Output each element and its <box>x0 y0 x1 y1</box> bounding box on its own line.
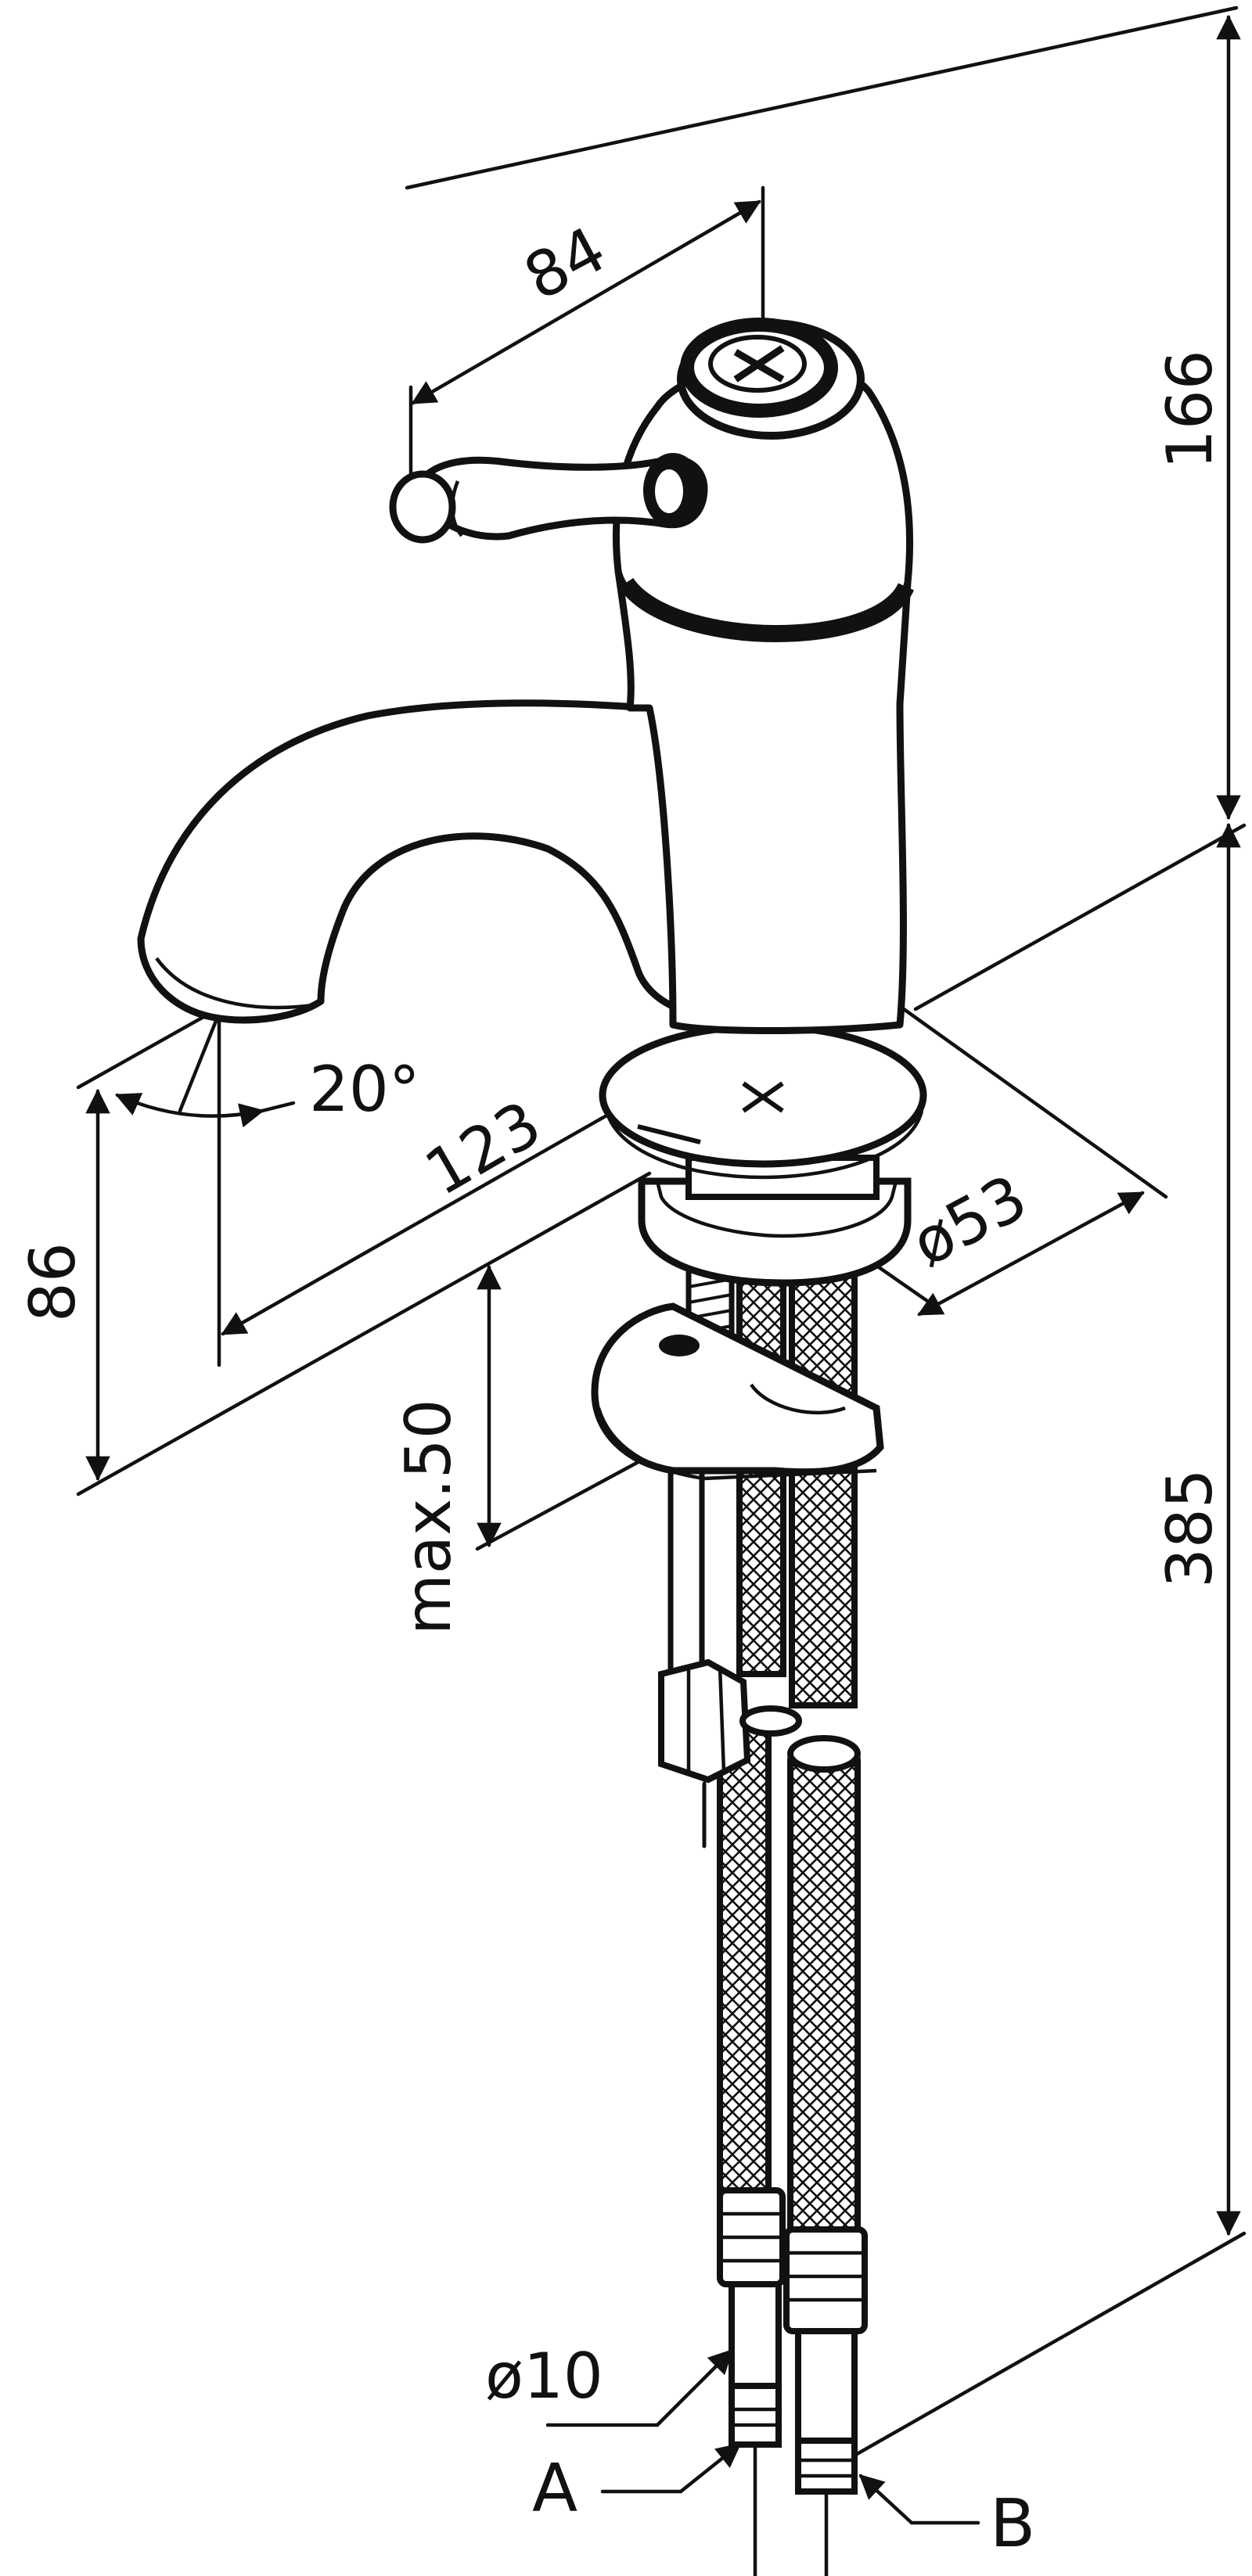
dim-hose-diameter: ø10 <box>485 2340 603 2413</box>
dim-total-height: 385 <box>1153 1468 1226 1588</box>
dim-spout-angle: 20° <box>309 1053 420 1126</box>
dim-spout-reach: 123 <box>413 1087 553 1210</box>
dim-handle-reach: 84 <box>513 213 617 314</box>
connection-b-label: B <box>990 2485 1035 2563</box>
mounting-washer <box>591 1302 884 1481</box>
faucet-base <box>599 1022 927 1287</box>
cross-mark-icon <box>733 345 785 383</box>
dim-deck-thickness: max.50 <box>392 1399 465 1635</box>
dimension-lines <box>76 5 1247 2525</box>
center-marks <box>742 1081 784 1113</box>
connection-a-label: A <box>532 2450 577 2527</box>
dim-top-height: 166 <box>1153 350 1226 469</box>
faucet-body <box>137 318 915 1034</box>
supply-hoses <box>717 1718 868 2576</box>
dim-spout-height: 86 <box>16 1242 89 1322</box>
